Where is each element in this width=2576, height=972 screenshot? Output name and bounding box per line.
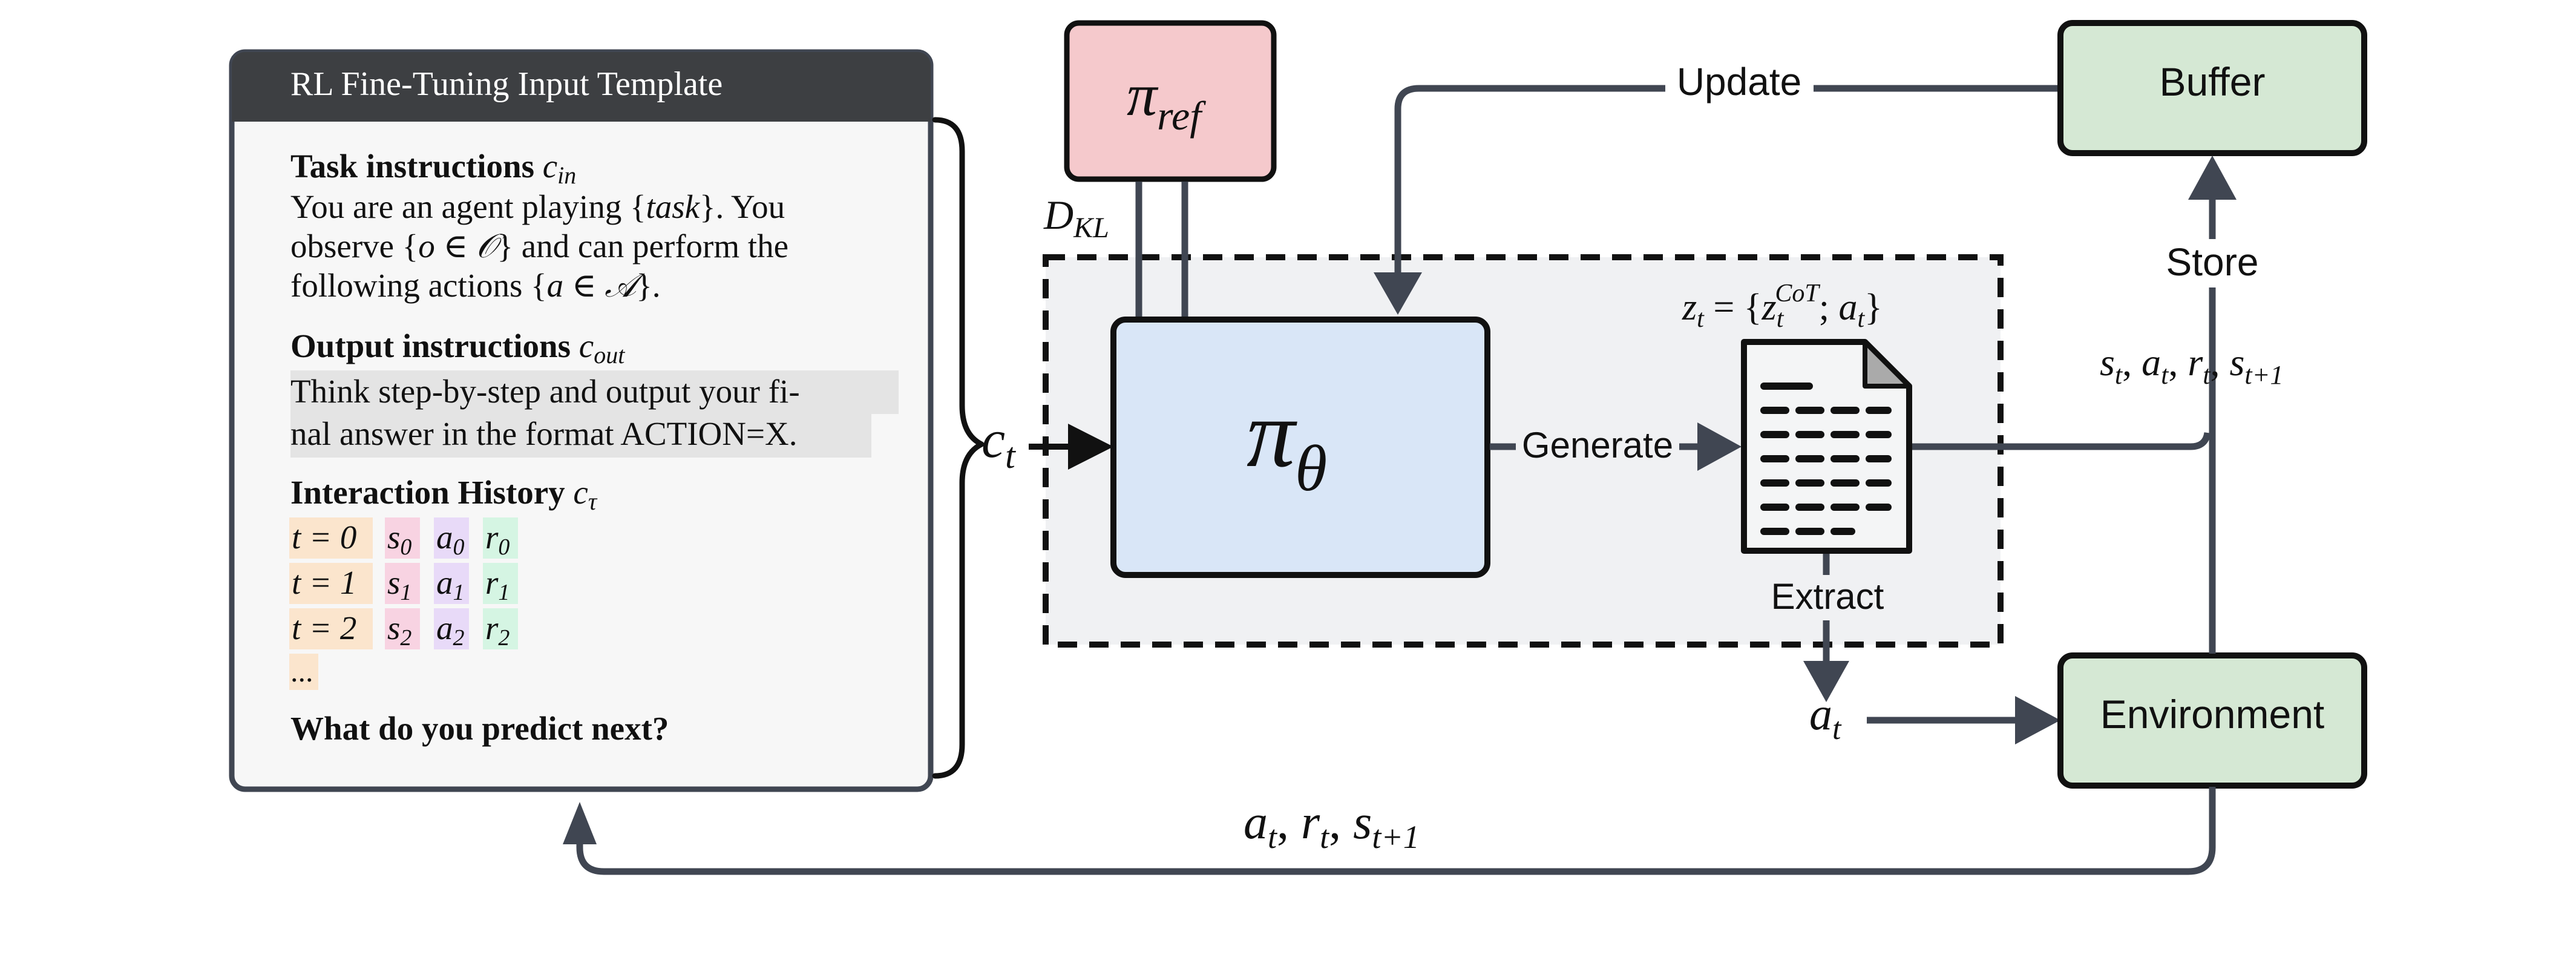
- template-header-title: RL Fine-Tuning Input Template: [290, 65, 723, 103]
- extract-label-bg: [1764, 575, 1891, 620]
- action-label: at: [1809, 689, 1842, 746]
- svg-text:a0: a0: [436, 519, 465, 560]
- svg-text:a1: a1: [436, 564, 465, 605]
- history-row: t = 0 s0 a0 r0: [289, 517, 518, 560]
- buffer-label: Buffer: [2160, 59, 2266, 104]
- task-line-3: following actions {a ∈ 𝒜}.: [290, 267, 660, 304]
- task-line-2: observe {o ∈ 𝒪} and can perform the: [290, 228, 788, 264]
- feedback-arrow-head: [563, 802, 597, 844]
- svg-text:s0: s0: [387, 519, 411, 560]
- extract-arrow-head: [1803, 661, 1849, 702]
- environment-box: [2057, 652, 2367, 789]
- history-ellipsis-highlight: [289, 654, 318, 690]
- history-row: t = 1 s1 a1 r1: [289, 563, 518, 605]
- task-instructions-title: Task instructions cin: [290, 148, 576, 189]
- input-template-panel: RL Fine-Tuning Input Template Task instr…: [229, 49, 934, 792]
- history-row: t = 2 s2 a2 r2: [289, 608, 518, 651]
- environment-label: Environment: [2100, 692, 2325, 737]
- buffer-box: [2057, 20, 2367, 156]
- output-formula: zt = {ztCoT; at}: [1682, 280, 1883, 333]
- context-label: ct: [982, 410, 1016, 476]
- context-brace: [932, 117, 985, 779]
- template-header-bar: [232, 52, 931, 122]
- reference-policy-label: πref: [1127, 61, 1206, 139]
- predict-question: What do you predict next?: [290, 710, 669, 747]
- svg-text:t = 1: t = 1: [292, 564, 356, 601]
- svg-text:r1: r1: [485, 564, 510, 605]
- output-instructions-title: Output instructions cout: [290, 327, 625, 369]
- output-line-1: Think step-by-step and output your fi-: [290, 373, 800, 410]
- feedback-arrow-line: [576, 787, 2216, 875]
- output-highlight-1: [290, 370, 899, 414]
- output-line-2: nal answer in the format ACTION=X.: [290, 415, 798, 452]
- svg-text:s2: s2: [387, 609, 411, 651]
- generate-arrow-head: [1697, 422, 1742, 471]
- trajectory-line: [1912, 432, 2211, 450]
- history-title: Interaction History cτ: [290, 474, 598, 515]
- output-highlight-2: [290, 414, 871, 458]
- context-arrow-head: [1068, 424, 1113, 470]
- svg-text:t = 0: t = 0: [292, 519, 356, 556]
- update-label: Update: [1677, 60, 1801, 103]
- svg-text:r0: r0: [485, 519, 510, 560]
- svg-text:a2: a2: [436, 609, 465, 651]
- svg-text:r2: r2: [485, 609, 510, 651]
- policy-box: [1110, 317, 1490, 578]
- history-ellipsis: ...: [290, 654, 313, 688]
- extract-label: Extract: [1771, 576, 1884, 617]
- update-arrow-line: [1394, 85, 2060, 272]
- generate-label: Generate: [1522, 425, 1673, 465]
- update-label-bg: [1665, 61, 1814, 109]
- document-icon: [1741, 339, 1912, 554]
- reference-policy-box: [1064, 20, 1277, 182]
- generate-label-bg: [1516, 424, 1679, 470]
- store-label-bg: [2154, 239, 2270, 287]
- kl-divergence-label: DKL: [1043, 192, 1109, 244]
- update-arrow-head: [1374, 272, 1422, 315]
- transition-label: st, at, rt, st+1: [2100, 341, 2283, 390]
- store-label: Store: [2166, 240, 2259, 284]
- policy-label: πθ: [1247, 379, 1327, 505]
- action-arrow-head: [2015, 696, 2060, 744]
- task-line-1: You are an agent playing {task}. You: [290, 188, 785, 225]
- feedback-label: at, rt, st+1: [1244, 796, 1420, 855]
- svg-text:s1: s1: [387, 564, 411, 605]
- svg-text:t = 2: t = 2: [292, 609, 356, 646]
- store-arrow-head: [2188, 156, 2237, 200]
